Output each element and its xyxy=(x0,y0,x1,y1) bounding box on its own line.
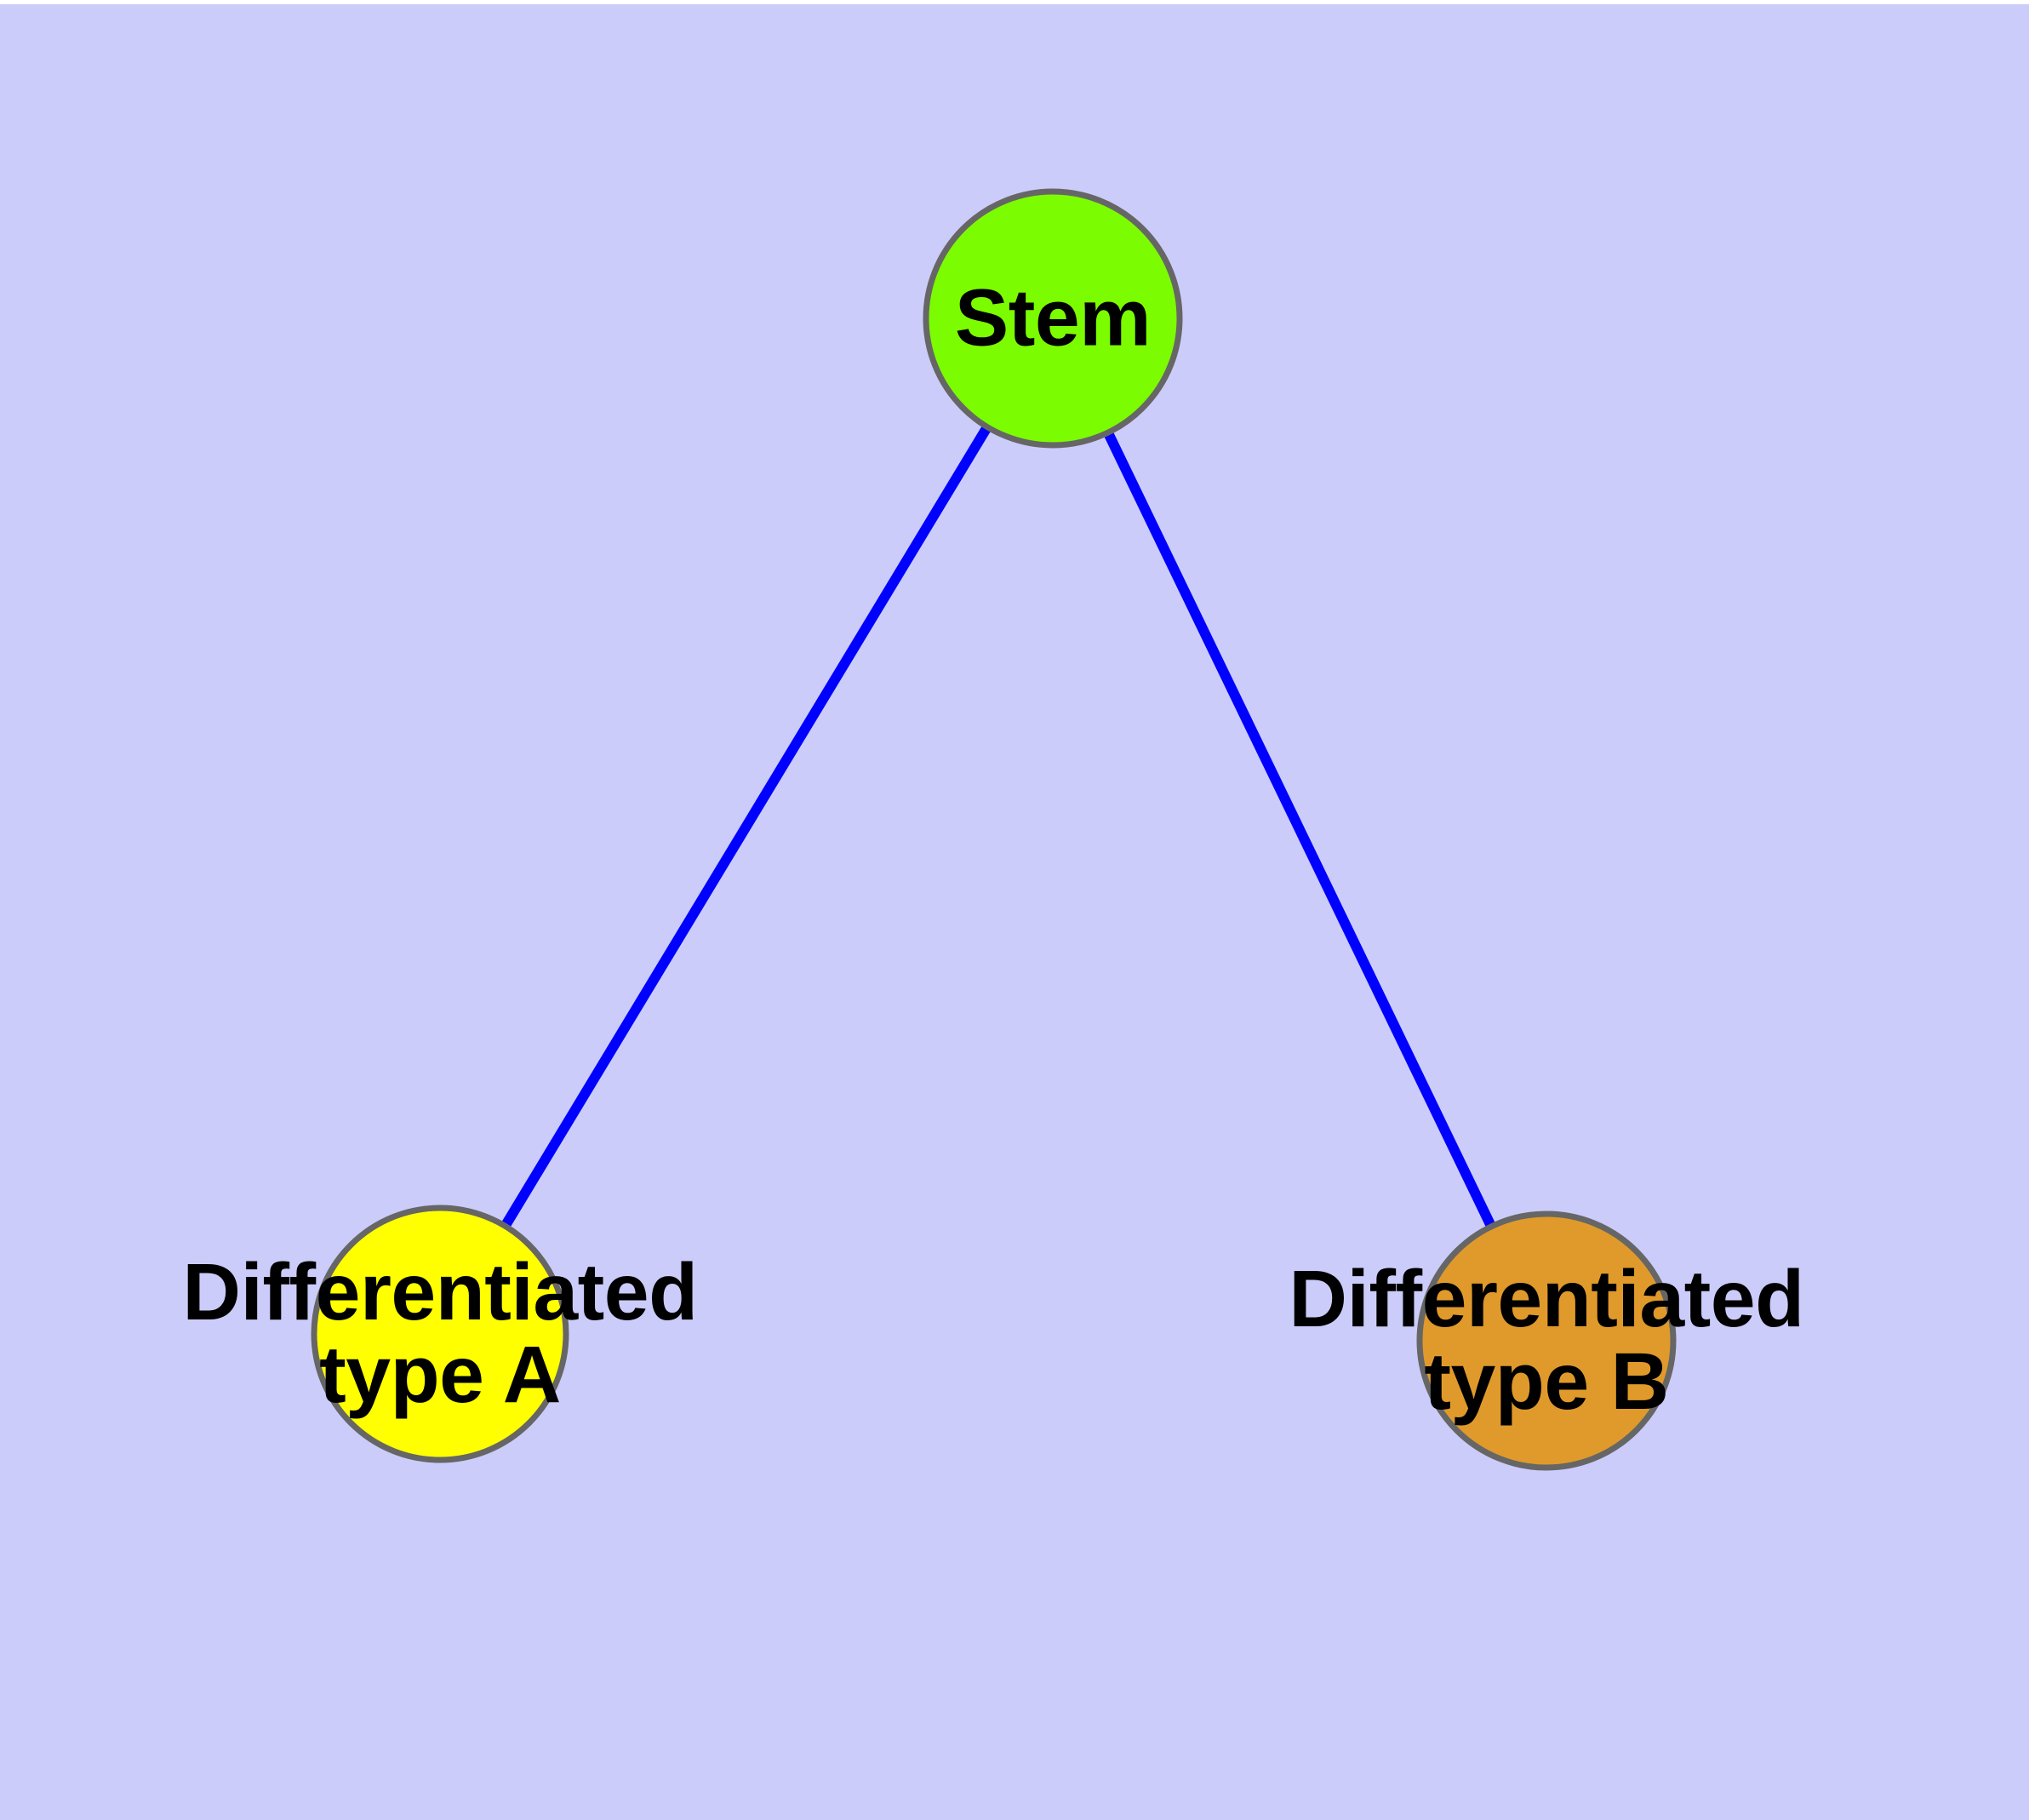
node-layer xyxy=(311,188,1677,1471)
node-stem[interactable] xyxy=(923,188,1183,449)
node-differentiated-type-b[interactable] xyxy=(1416,1210,1677,1471)
edge-layer xyxy=(435,315,1552,1343)
edge-stem-to-differentiated-type-b xyxy=(1048,316,1552,1343)
edge-stem-to-differentiated-type-a xyxy=(435,315,1058,1337)
node-differentiated-type-a[interactable] xyxy=(311,1205,569,1463)
